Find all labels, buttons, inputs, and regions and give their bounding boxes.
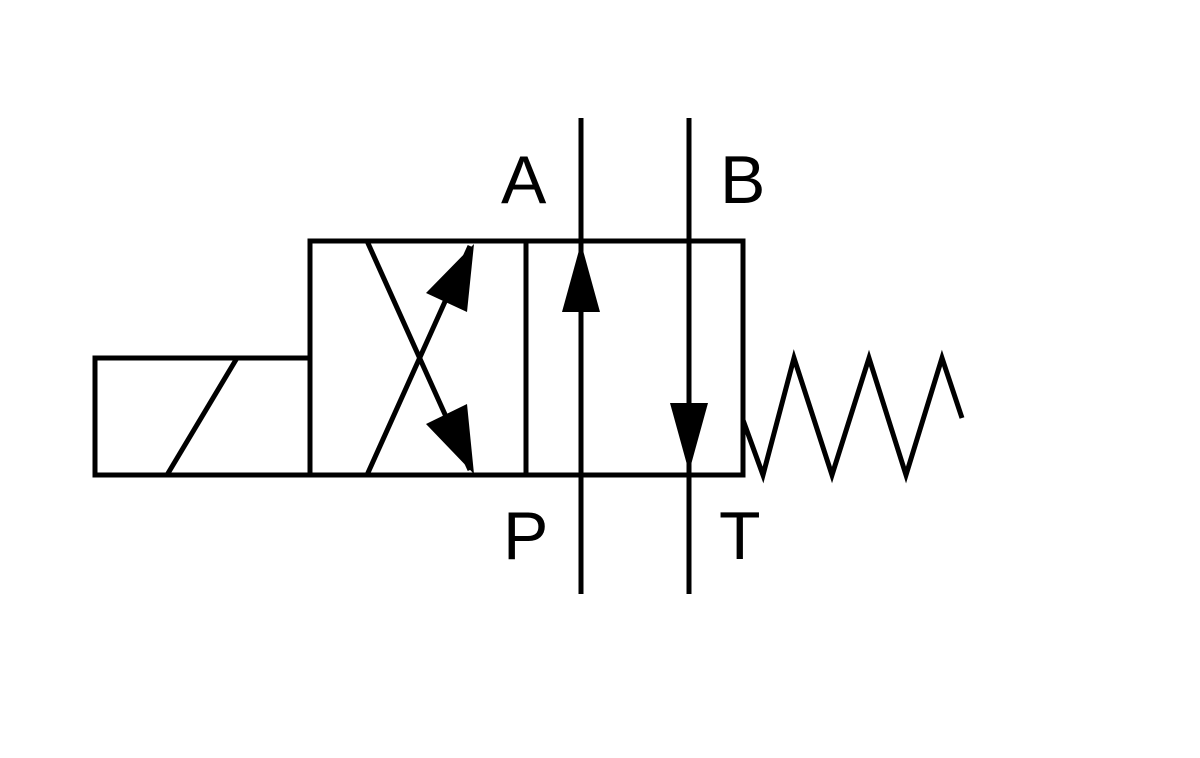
valve-body <box>307 238 746 478</box>
port-label-t: T <box>719 498 761 574</box>
arrow-up-right-icon <box>426 244 474 312</box>
port-label-p: P <box>503 498 548 574</box>
crossed-flow-paths <box>364 239 474 477</box>
port-label-a: A <box>501 142 547 218</box>
solenoid-actuator <box>92 355 313 478</box>
envelope-parallel <box>523 238 746 478</box>
solenoid-coil-slash <box>164 356 240 477</box>
arrow-down-icon <box>670 403 708 472</box>
port-label-b: B <box>720 142 765 218</box>
return-spring-icon <box>740 349 965 484</box>
parallel-flow-paths <box>562 118 708 594</box>
arrow-down-right-icon <box>426 404 474 474</box>
arrow-up-icon <box>562 243 600 312</box>
